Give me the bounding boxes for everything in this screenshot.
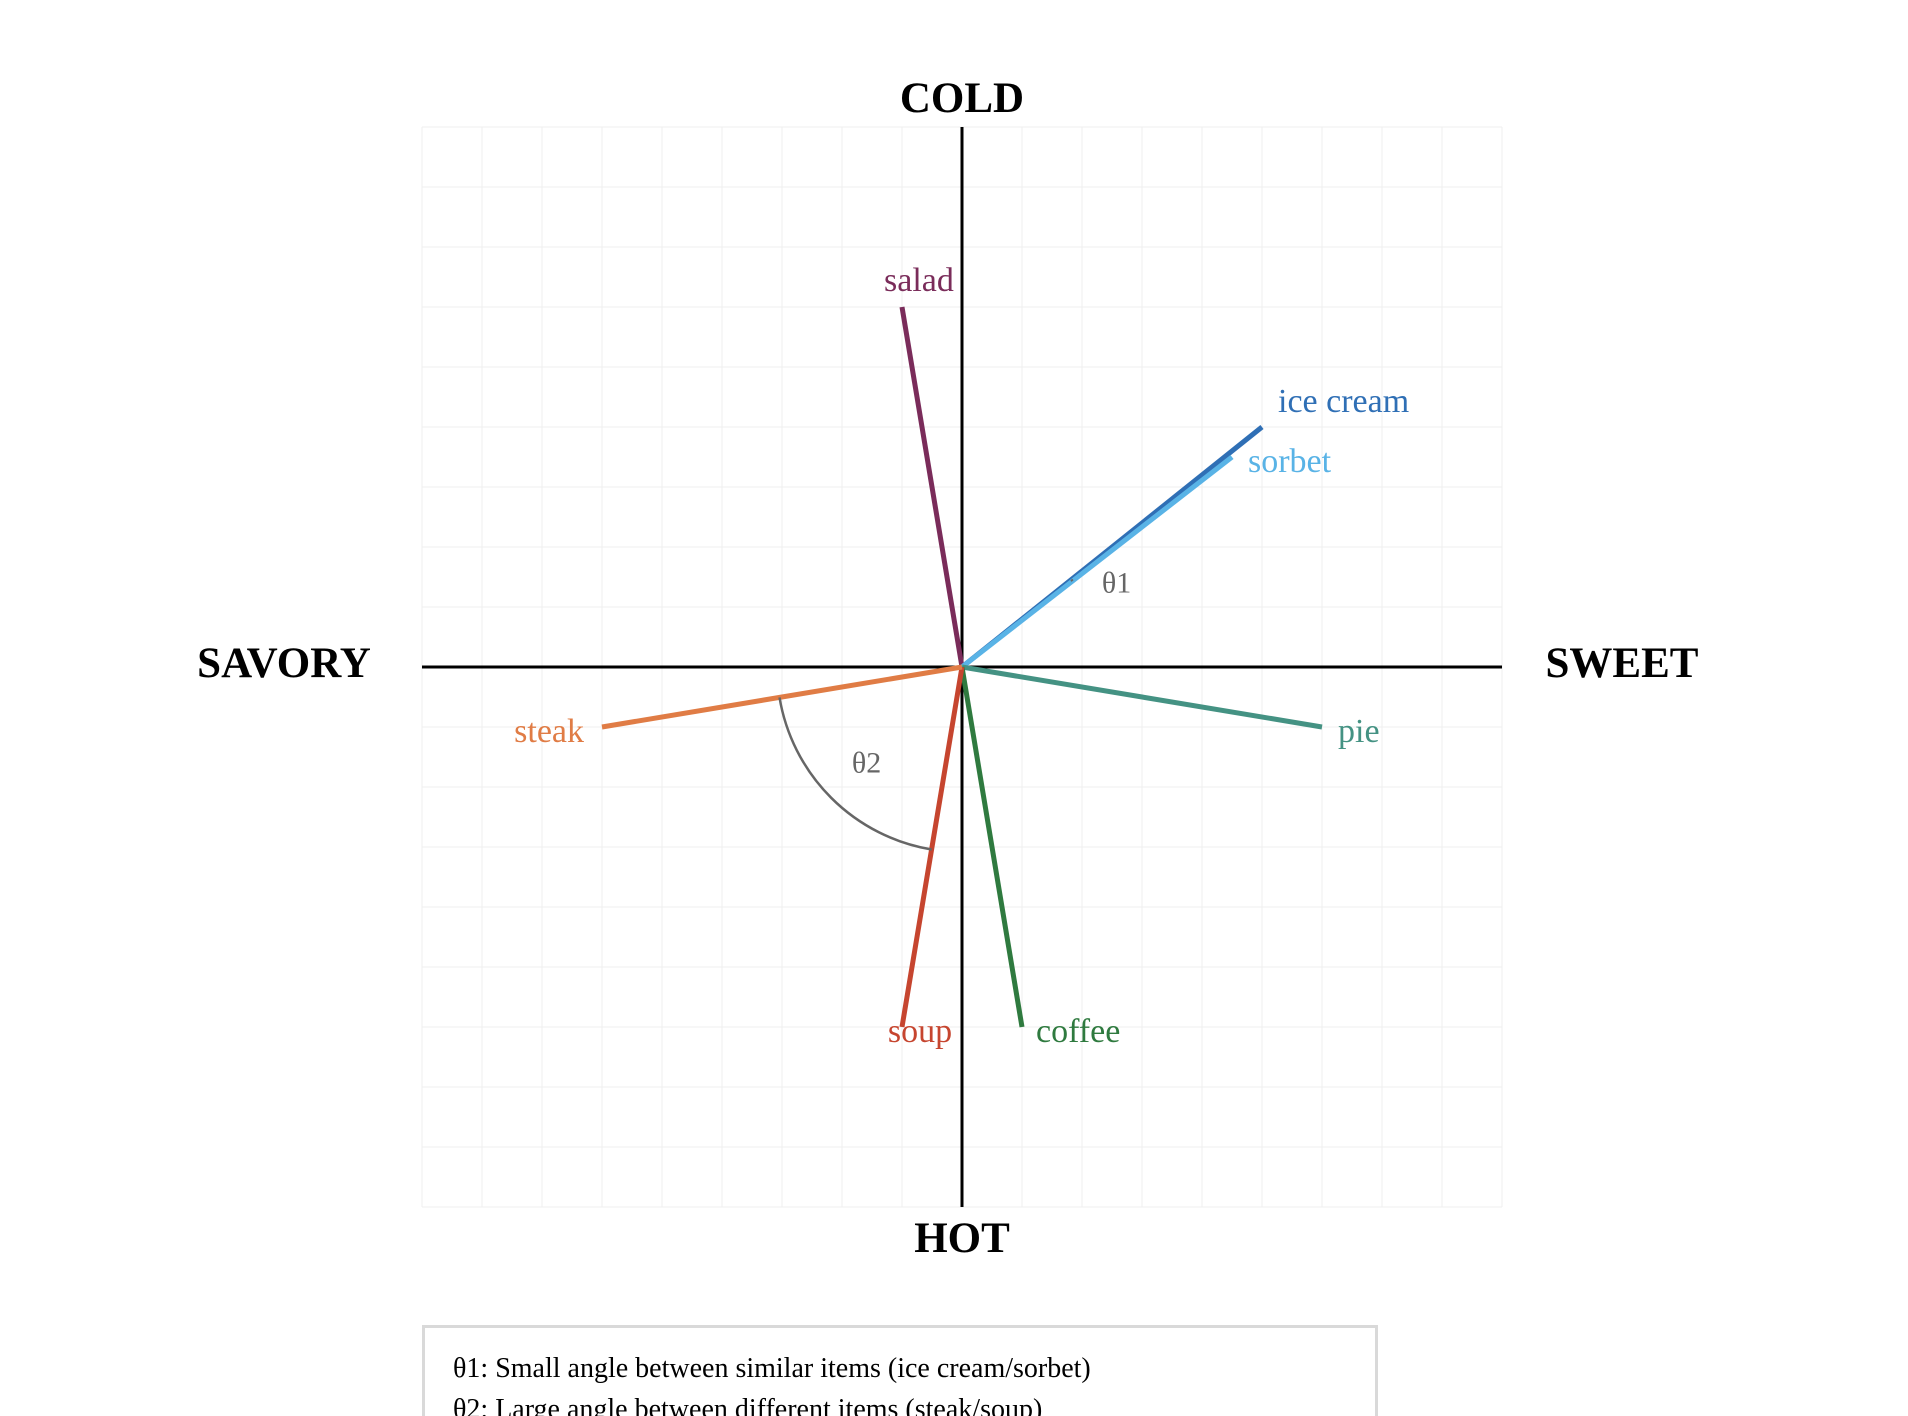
axis-title-cold: COLD (900, 75, 1024, 122)
angle-label-1: θ1 (1102, 566, 1131, 599)
axis-title-sweet: SWEET (1546, 640, 1699, 687)
angle-legend: θ1: Small angle between similar items (i… (422, 1325, 1378, 1416)
legend-theta2: θ2: Large angle between different items … (453, 1394, 1043, 1416)
vector-salad (899, 306, 965, 668)
vector-steak (601, 664, 963, 730)
axis-title-savory: SAVORY (197, 640, 371, 687)
vectors: salad ice cream sorbet pie coffee soup steak (514, 262, 1409, 1050)
vector-label-soup: soup (888, 1013, 952, 1050)
vector-label-steak: steak (514, 713, 584, 750)
legend-theta1: θ1: Small angle between similar items (i… (453, 1353, 1091, 1384)
vector-pie (961, 664, 1323, 730)
angle-arc-2 (778, 697, 932, 851)
vector-coffee (959, 666, 1025, 1028)
vector-label-coffee: coffee (1036, 1013, 1120, 1050)
angle-arcs: θ1 θ2 (778, 566, 1131, 851)
vector-soup (899, 666, 965, 1028)
vector-sorbet (960, 455, 1234, 669)
axis-title-hot: HOT (914, 1215, 1010, 1262)
vector-label-ice-cream: ice cream (1278, 383, 1409, 420)
vector-label-pie: pie (1338, 713, 1380, 750)
vector-label-salad: salad (884, 262, 954, 299)
angle-arc-1 (1070, 578, 1074, 582)
vector-label-sorbet: sorbet (1248, 443, 1332, 480)
angle-label-2: θ2 (852, 746, 881, 779)
